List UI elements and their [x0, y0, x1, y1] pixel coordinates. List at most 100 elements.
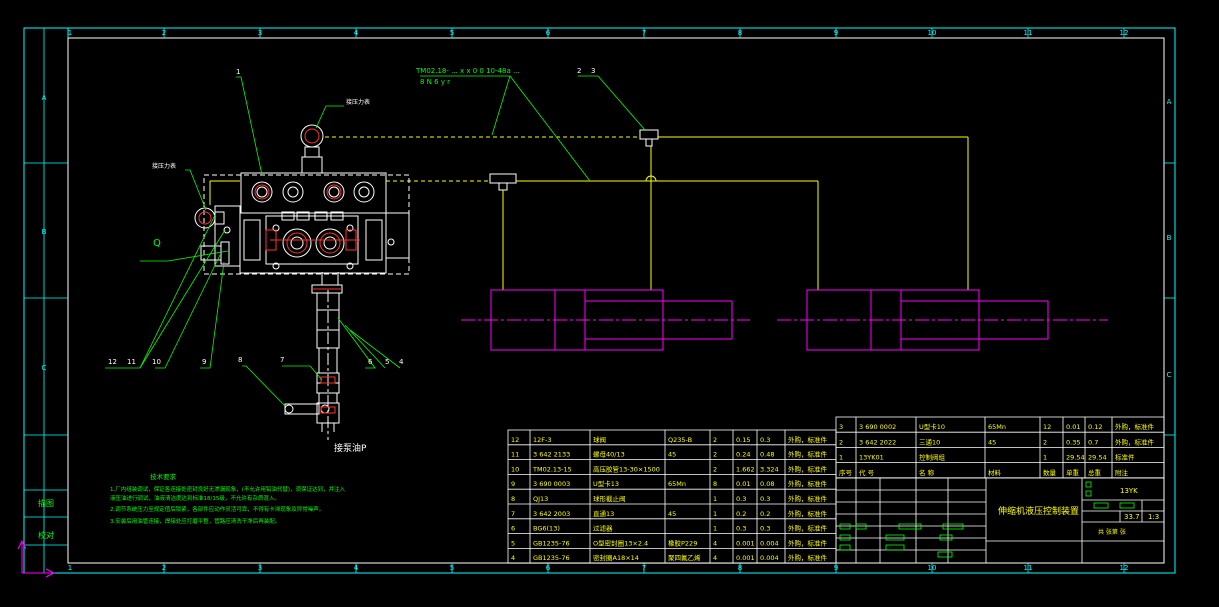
bom-row-9-qty: 8 [713, 480, 717, 488]
bom-row-12-total: 0.3 [760, 436, 770, 444]
callout-9: 9 [202, 358, 206, 366]
bom-row-12-remark: 外购，标准件 [788, 435, 828, 444]
bom-row-11-qty: 2 [713, 451, 717, 459]
bom-row-11-name: 螺母40/13 [593, 450, 625, 459]
bom-row-6-no: 6 [511, 525, 515, 533]
drawing-weight: 33.7 [1124, 513, 1140, 521]
zone-col-1-bottom: 1 [68, 564, 72, 572]
drawing-title: 伸缩机液压控制装置 [998, 505, 1079, 517]
bom-row-10-name: 高压胶管13-30×1500 [593, 464, 660, 473]
ucs-icon [17, 539, 56, 578]
bom-row-11-code: 3 642 2133 [533, 451, 570, 459]
upper-bom-row-1-no: 1 [839, 454, 843, 462]
bom-row-12-name: 球阀 [593, 435, 606, 444]
upper-bom-row-2-name: 三通10 [919, 437, 940, 446]
leader-lines [105, 75, 646, 407]
bom-row-7-qty: 1 [713, 510, 717, 518]
bom-row-7-unit: 0.2 [736, 510, 746, 518]
drawing-scale: 1:3 [1148, 513, 1159, 521]
bom-row-9-code: 3 690 0003 [533, 480, 570, 488]
bom-row-7-mat: 45 [668, 510, 676, 518]
upper-bom-row-1-name: 控制阀组 [919, 453, 946, 462]
zone-col-9: 9 [834, 29, 838, 37]
bom-row-11-mat: 45 [668, 451, 676, 459]
upper-bom-row-2-remark: 外购，标准件 [1115, 437, 1155, 446]
zone-row-a: A [42, 94, 47, 102]
bom-row-9-name: U型卡13 [593, 479, 619, 488]
bom-row-4-no: 4 [511, 554, 515, 562]
bom-row-10-unit: 1.662 [736, 465, 755, 473]
upper-bom-row-1-remark: 标准件 [1115, 453, 1135, 462]
bom-row-9-mat: 65Mn [668, 480, 686, 488]
bom-row-5-no: 5 [511, 539, 515, 547]
zone-row-labels: A B C A B C [42, 94, 1172, 379]
bom-row-7-remark: 外购，标准件 [788, 509, 828, 518]
zone-col-7-bottom: 7 [642, 564, 646, 572]
bom-row-11-unit: 0.24 [736, 451, 750, 459]
zone-col-11-bottom: 11 [1024, 564, 1033, 572]
bom-row-4-mat: 聚四氟乙烯 [668, 553, 701, 562]
technical-notes: 技术要求 1.厂内组装调试，保证各连接处密封良好无渗漏现象，(不允许用铅油代替)… [110, 472, 346, 525]
bom-row-5-total: 0.004 [760, 539, 779, 547]
upper-bom-row-2-mat: 45 [988, 438, 996, 446]
zone-col-10-bottom: 10 [928, 564, 937, 572]
side-label-upper: 描图 [38, 498, 54, 508]
bom-row-9-remark: 外购，标准件 [788, 479, 828, 488]
callout-10: 10 [152, 358, 161, 366]
zone-col-5: 5 [450, 29, 454, 37]
upper-bom-header-name: 名 称 [919, 468, 935, 477]
bom-row-5-remark: 外购，标准件 [788, 538, 828, 547]
bom-row-5-unit: 0.001 [736, 539, 755, 547]
callout-5: 5 [385, 358, 389, 366]
upper-bom-row-2-qty: 2 [1043, 438, 1047, 446]
zone-row-a-right: A [1167, 98, 1172, 106]
callout-pump: 接泵油P [334, 442, 367, 454]
bom-row-9-unit: 0.01 [736, 480, 750, 488]
title-block [835, 477, 1165, 564]
bom-row-6-code: BG6(13) [533, 525, 560, 533]
hydraulic-cylinder-right [777, 289, 1108, 351]
callout-gauge-left: 接压力表 [152, 162, 176, 170]
upper-bom-header-total: 总重 [1088, 468, 1102, 477]
upper-bom-row-3-total: 0.12 [1088, 423, 1102, 431]
zone-col-5-bottom: 5 [450, 564, 454, 572]
bom-row-8-remark: 外购，标准件 [788, 494, 828, 503]
bom-row-8-code: QJ13 [533, 495, 548, 503]
zone-col-2: 2 [162, 29, 166, 37]
filter-and-suction-pipe [284, 272, 343, 440]
zone-col-3: 3 [258, 29, 262, 37]
notes-line-2: 液压油进行调试，油液清洁度达到标准18/15级，不允许有杂质混入。 [110, 494, 280, 502]
bom-row-7-no: 7 [511, 510, 515, 518]
zone-col-4: 4 [354, 29, 359, 37]
upper-bom-header-remark: 附注 [1115, 468, 1129, 477]
zone-col-2-bottom: 2 [162, 564, 166, 572]
zone-col-6-bottom: 6 [546, 564, 551, 572]
zone-row-c: C [42, 364, 47, 372]
upper-bom-row-2-total: 0.7 [1088, 438, 1098, 446]
bom-row-4-unit: 0.001 [736, 554, 755, 562]
bom-row-5-name: O型密封圈13×2.4 [593, 538, 648, 547]
zone-col-1: 1 [68, 29, 72, 37]
bom-row-10-remark: 外购，标准件 [788, 464, 828, 473]
upper-bom-row-3-no: 3 [839, 423, 843, 431]
callout-q: Q [153, 238, 161, 249]
notes-line-4: 3.安装后用油管连接，焊接处应打磨平整，管路应清洗干净后再装配。 [110, 517, 280, 525]
notes-title: 技术要求 [150, 472, 177, 481]
callout-gauge-right: 接压力表 [346, 98, 370, 106]
zone-col-10: 10 [928, 29, 937, 37]
callout-6: 6 [368, 358, 373, 366]
hydraulic-lines [209, 136, 969, 290]
bom-row-9-no: 9 [511, 480, 515, 488]
callout-labels: TM02.18- ... x x 0 0 10-48a ... 8 N 6 y … [108, 67, 595, 454]
bom-row-5-qty: 4 [713, 539, 717, 547]
bom-row-12-code: 12F-3 [533, 436, 552, 444]
upper-bom-row-1-code: 13YK01 [859, 454, 884, 462]
upper-bom-row-3-code: 3 690 0002 [859, 423, 896, 431]
drawing-code: 13YK [1120, 487, 1138, 495]
upper-bom-header-no: 序号 [839, 468, 853, 477]
callout-4: 4 [399, 358, 404, 366]
notes-line-3: 2.调节系统压力至规定值后锁紧，各部件应动作灵活可靠，不得有卡滞现象及异常噪声。 [110, 505, 324, 513]
